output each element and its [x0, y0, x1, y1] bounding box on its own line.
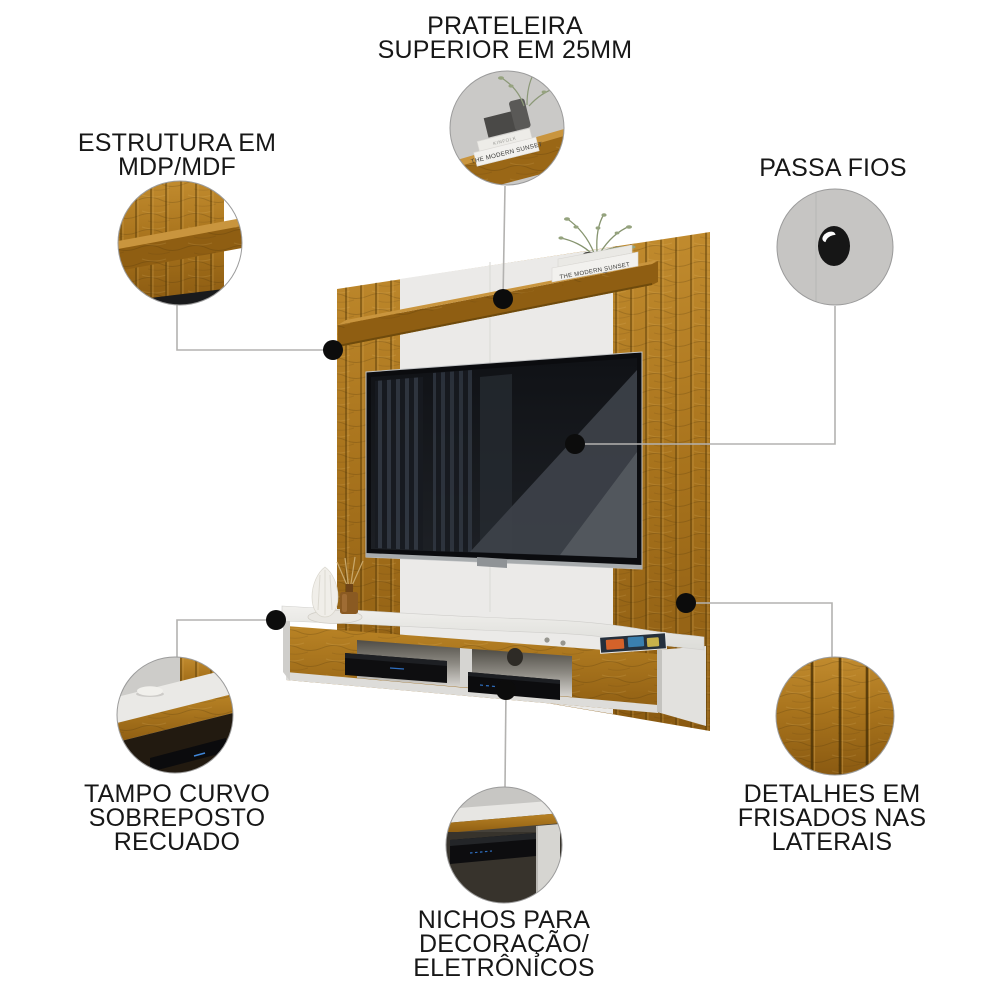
callout-label-line: DECORAÇÃO/	[418, 930, 590, 958]
callout-line-prateleira	[502, 185, 506, 300]
callout-label-line: SOBREPOSTO	[88, 804, 266, 832]
detail-circle-passa-fios	[776, 188, 894, 306]
callout-dot-frisados	[676, 593, 696, 613]
cabinet-top-slab	[281, 605, 705, 651]
detail-book-spine-small: KINFOLK	[493, 135, 518, 146]
callout-dots	[266, 289, 696, 700]
callout-label-line: ELETRÔNICOS	[413, 954, 595, 982]
callout-label-frisados: DETALHES EM FRISADOS NAS LATERAIS	[737, 780, 927, 856]
callout-label-estrutura: ESTRUTURA EM MDP/MDF	[77, 129, 277, 181]
cabinet-left-cap	[283, 616, 290, 681]
callout-label-line: NICHOS PARA	[417, 906, 591, 934]
callout-line-passa-fios	[575, 306, 836, 445]
callout-label-passa-fios: PASSA FIOS	[759, 154, 907, 182]
callout-line-estrutura	[176, 305, 333, 351]
callout-dot-estrutura	[323, 340, 343, 360]
decor-diffuser	[336, 556, 364, 614]
decor-magazine	[598, 632, 668, 654]
cable-notch	[507, 648, 523, 666]
decor-vase	[311, 566, 339, 618]
detail-circle-nichos	[445, 786, 563, 904]
tv	[365, 351, 643, 570]
callout-dot-tampo	[266, 610, 286, 630]
callout-label-line: SUPERIOR EM 25MM	[377, 36, 633, 64]
callout-label-prateleira: PRATELEIRA SUPERIOR EM 25MM	[377, 12, 633, 64]
shelf-books: THE MODERN SUNSET	[551, 244, 639, 283]
callout-label-line: TAMPO CURVO	[83, 780, 271, 808]
callout-label-line: PASSA FIOS	[759, 154, 907, 182]
callout-dot-nichos	[496, 680, 516, 700]
cabinet-base-strip	[286, 672, 658, 713]
callout-label-line: RECUADO	[113, 828, 241, 856]
detail-circle-estrutura	[117, 180, 243, 306]
callout-label-line: PRATELEIRA	[427, 12, 583, 40]
floating-cabinet	[281, 605, 706, 726]
callout-label-line: LATERAIS	[771, 828, 893, 856]
callout-line-frisados	[686, 602, 833, 657]
callout-line-tampo	[176, 619, 276, 657]
detail-circle-tampo	[116, 656, 234, 774]
detail-circle-prateleira: KINFOLK THE MODERN SUNSET	[449, 70, 565, 186]
callout-line-nichos	[504, 689, 507, 788]
callout-dot-prateleira	[493, 289, 513, 309]
callout-label-tampo: TAMPO CURVO SOBREPOSTO RECUADO	[83, 780, 271, 856]
callout-label-line: DETALHES EM	[743, 780, 921, 808]
game-console	[345, 653, 447, 683]
callout-label-nichos: NICHOS PARA DECORAÇÃO/ ELETRÔNICOS	[413, 906, 595, 982]
callout-label-line: FRISADOS NAS	[737, 804, 927, 832]
callout-lines	[176, 185, 836, 788]
detail-circle-frisados	[775, 656, 895, 776]
cabinet-right-cap	[657, 646, 706, 726]
callout-label-line: ESTRUTURA EM	[77, 129, 277, 157]
callout-label-line: MDP/MDF	[117, 153, 237, 181]
callout-dot-passa-fios	[565, 434, 585, 454]
